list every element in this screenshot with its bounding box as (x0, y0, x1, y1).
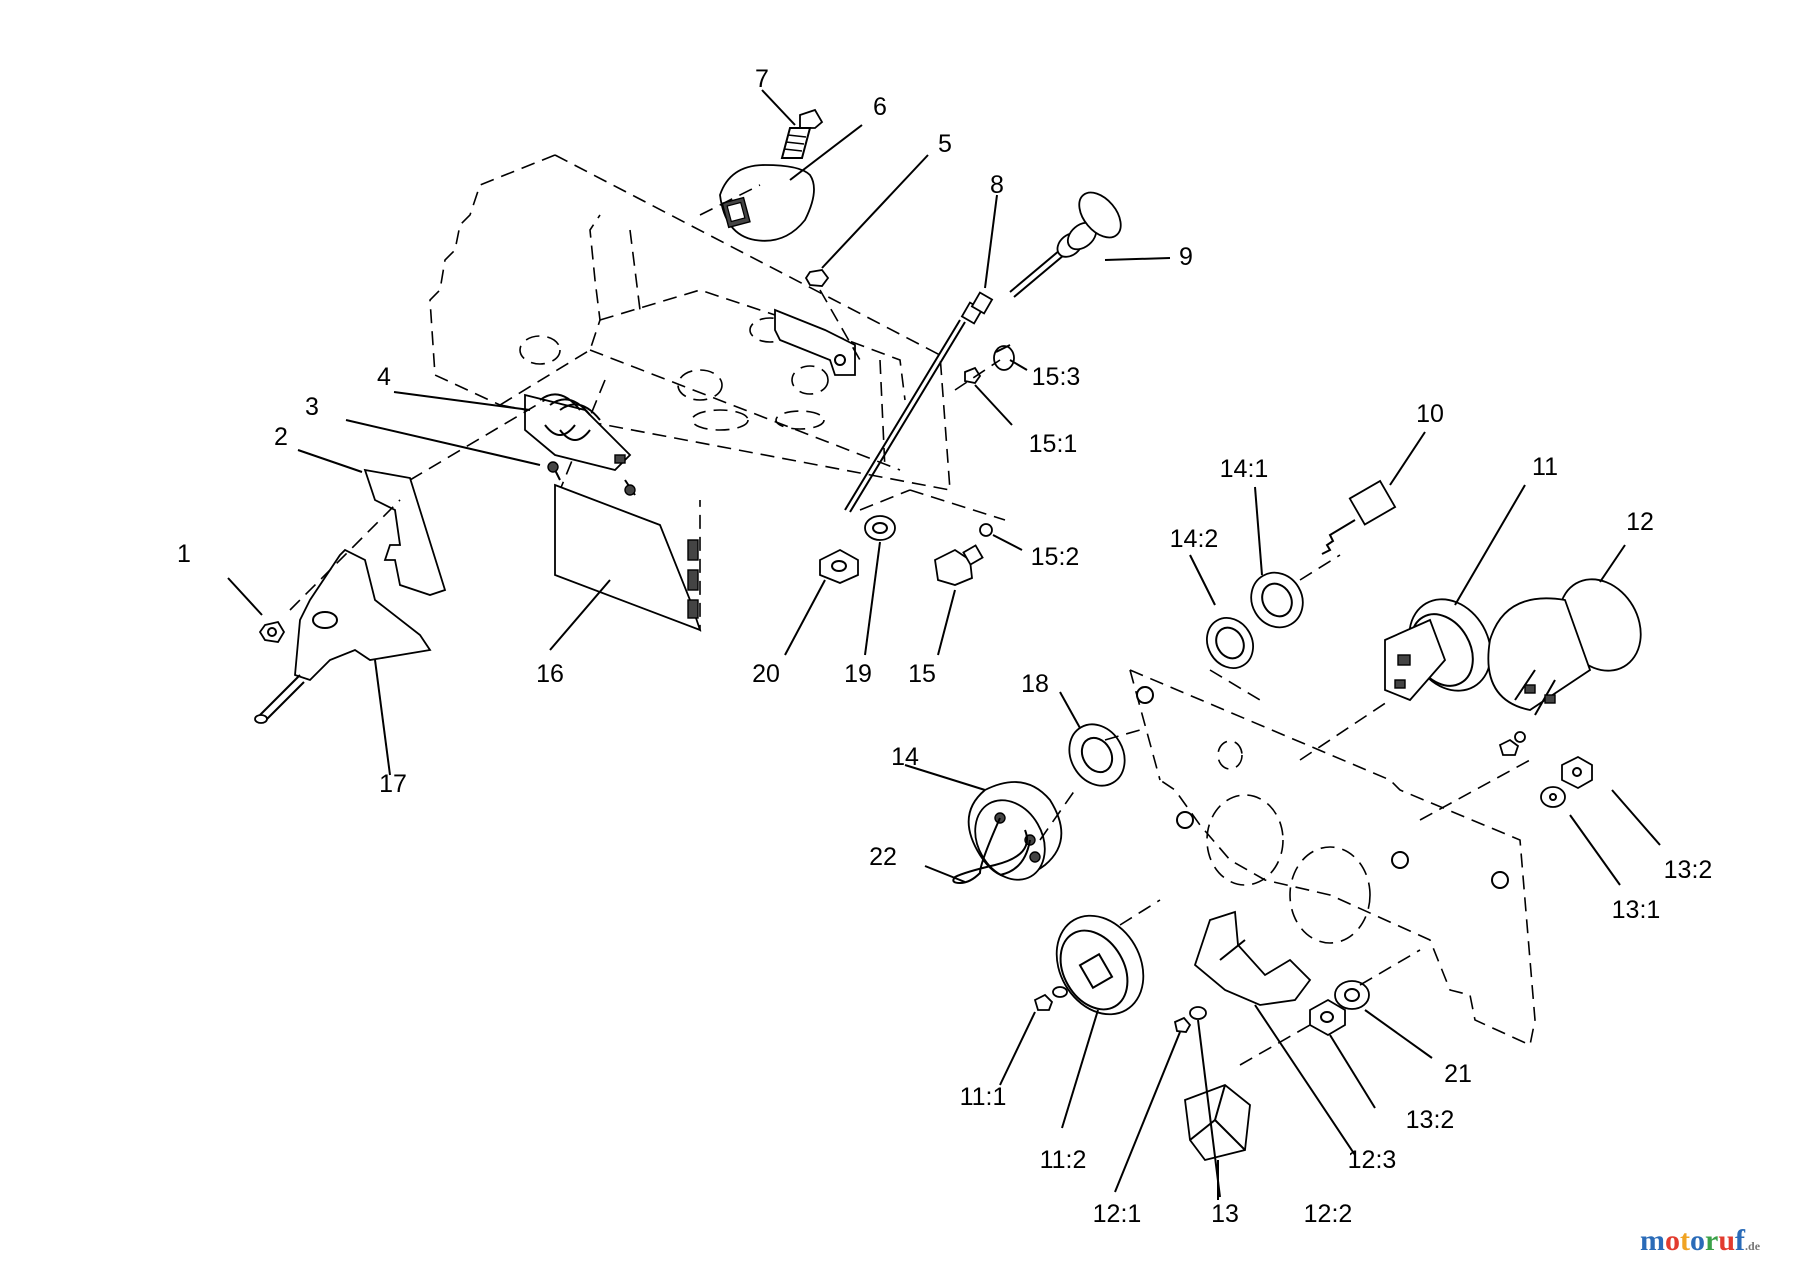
assembly-lines (289, 184, 1531, 1066)
part-12-2-washer (1189, 1006, 1207, 1020)
part-12-gauge (1487, 578, 1642, 716)
part-20-nut (819, 548, 859, 584)
part-16-panel (554, 379, 702, 632)
callout-11-2: 11:2 (1040, 1146, 1087, 1174)
callout-15-3: 15:3 (1032, 363, 1081, 391)
logo-suffix: .de (1745, 1239, 1761, 1253)
callout-1: 1 (177, 540, 191, 568)
callout-13-1: 13:1 (1612, 896, 1661, 924)
callout-15: 15 (908, 660, 936, 688)
callout-6: 6 (873, 93, 887, 121)
callout-18: 18 (1021, 670, 1049, 698)
callout-15-1: 15:1 (1029, 430, 1078, 458)
part-21-washer (1334, 980, 1370, 1010)
callout-7: 7 (755, 65, 769, 93)
logo-letter: m (1640, 1224, 1665, 1257)
callout-14: 14 (891, 743, 919, 771)
callout-20: 20 (752, 660, 780, 688)
part-11-2-bezel (1055, 914, 1145, 1016)
callout-16: 16 (536, 660, 564, 688)
part-18-washer (1068, 723, 1126, 787)
callout-17: 17 (379, 770, 407, 798)
logo-letter: o (1665, 1224, 1680, 1257)
part-14-1-nut (1250, 571, 1304, 629)
logo-letter: f (1735, 1224, 1746, 1257)
part-13-2-nut-right (1561, 755, 1593, 790)
callout-14-2: 14:2 (1170, 525, 1219, 553)
callout-3: 3 (305, 393, 319, 421)
callout-21: 21 (1444, 1060, 1472, 1088)
part-14-ignition-switch (967, 781, 1063, 881)
part-11-hour-meter (1384, 598, 1492, 702)
part-8-cable (844, 291, 994, 513)
callout-13-2-right: 13:2 (1664, 856, 1713, 884)
callout-22: 22 (869, 843, 897, 871)
motoruf-logo: motoruf.de (1640, 1224, 1760, 1258)
bracket (774, 308, 856, 376)
callout-4: 4 (377, 363, 391, 391)
part-12-1-nut (1173, 1016, 1192, 1033)
part-15-2-washer (979, 523, 993, 537)
callout-14-1: 14:1 (1220, 455, 1269, 483)
part-12-3-bracket (1193, 910, 1312, 1006)
part-5-nut (804, 269, 830, 287)
part-22-wire-harness (952, 817, 1031, 885)
leader-lines (227, 89, 1661, 1200)
part-14-2-washer (1206, 617, 1254, 669)
part-13-1-washer (1540, 786, 1566, 808)
part-1-nut (258, 620, 286, 643)
part-19-washer (864, 515, 896, 541)
callout-2: 2 (274, 423, 288, 451)
part-15-3-bushing (993, 344, 1015, 371)
logo-letter: t (1680, 1224, 1690, 1257)
part-6-knob (719, 164, 815, 242)
part-10-key (1321, 479, 1397, 555)
callout-labels: 1 2 3 4 5 6 7 8 9 10 11 12 13 14 15 16 1… (177, 65, 1712, 1228)
part-4-switch (524, 393, 636, 496)
callout-19: 19 (844, 660, 872, 688)
callout-11-1: 11:1 (960, 1083, 1007, 1111)
part-11-1-nut (1033, 986, 1068, 1011)
part-2-plate (363, 468, 447, 596)
callout-13-2-bottom: 13:2 (1406, 1106, 1455, 1134)
part-13-block (1184, 1083, 1251, 1162)
small-nut-gauge (1498, 731, 1526, 756)
part-15-1-nut (964, 366, 982, 384)
callout-9: 9 (1179, 243, 1193, 271)
part-7-bolt (780, 108, 824, 159)
callout-15-2: 15:2 (1031, 543, 1080, 571)
part-13-2-nut-bottom (1309, 998, 1346, 1037)
console-housing (429, 154, 951, 491)
part-9-choke-knob (1009, 191, 1122, 298)
part-15-switch (934, 544, 984, 586)
dashboard-plate (1129, 669, 1536, 1047)
logo-letter: u (1718, 1224, 1736, 1257)
callout-10: 10 (1416, 400, 1444, 428)
callout-12: 12 (1626, 508, 1654, 536)
callout-13: 13 (1211, 1200, 1239, 1228)
callout-12-1: 12:1 (1093, 1200, 1142, 1228)
callout-12-3: 12:3 (1348, 1146, 1397, 1174)
callout-5: 5 (938, 130, 952, 158)
logo-letter: r (1705, 1224, 1719, 1257)
logo-letter: o (1690, 1224, 1705, 1257)
callout-12-2: 12:2 (1304, 1200, 1353, 1228)
part-17-lever (254, 548, 432, 724)
callout-8: 8 (990, 171, 1004, 199)
callout-11: 11 (1532, 453, 1558, 481)
